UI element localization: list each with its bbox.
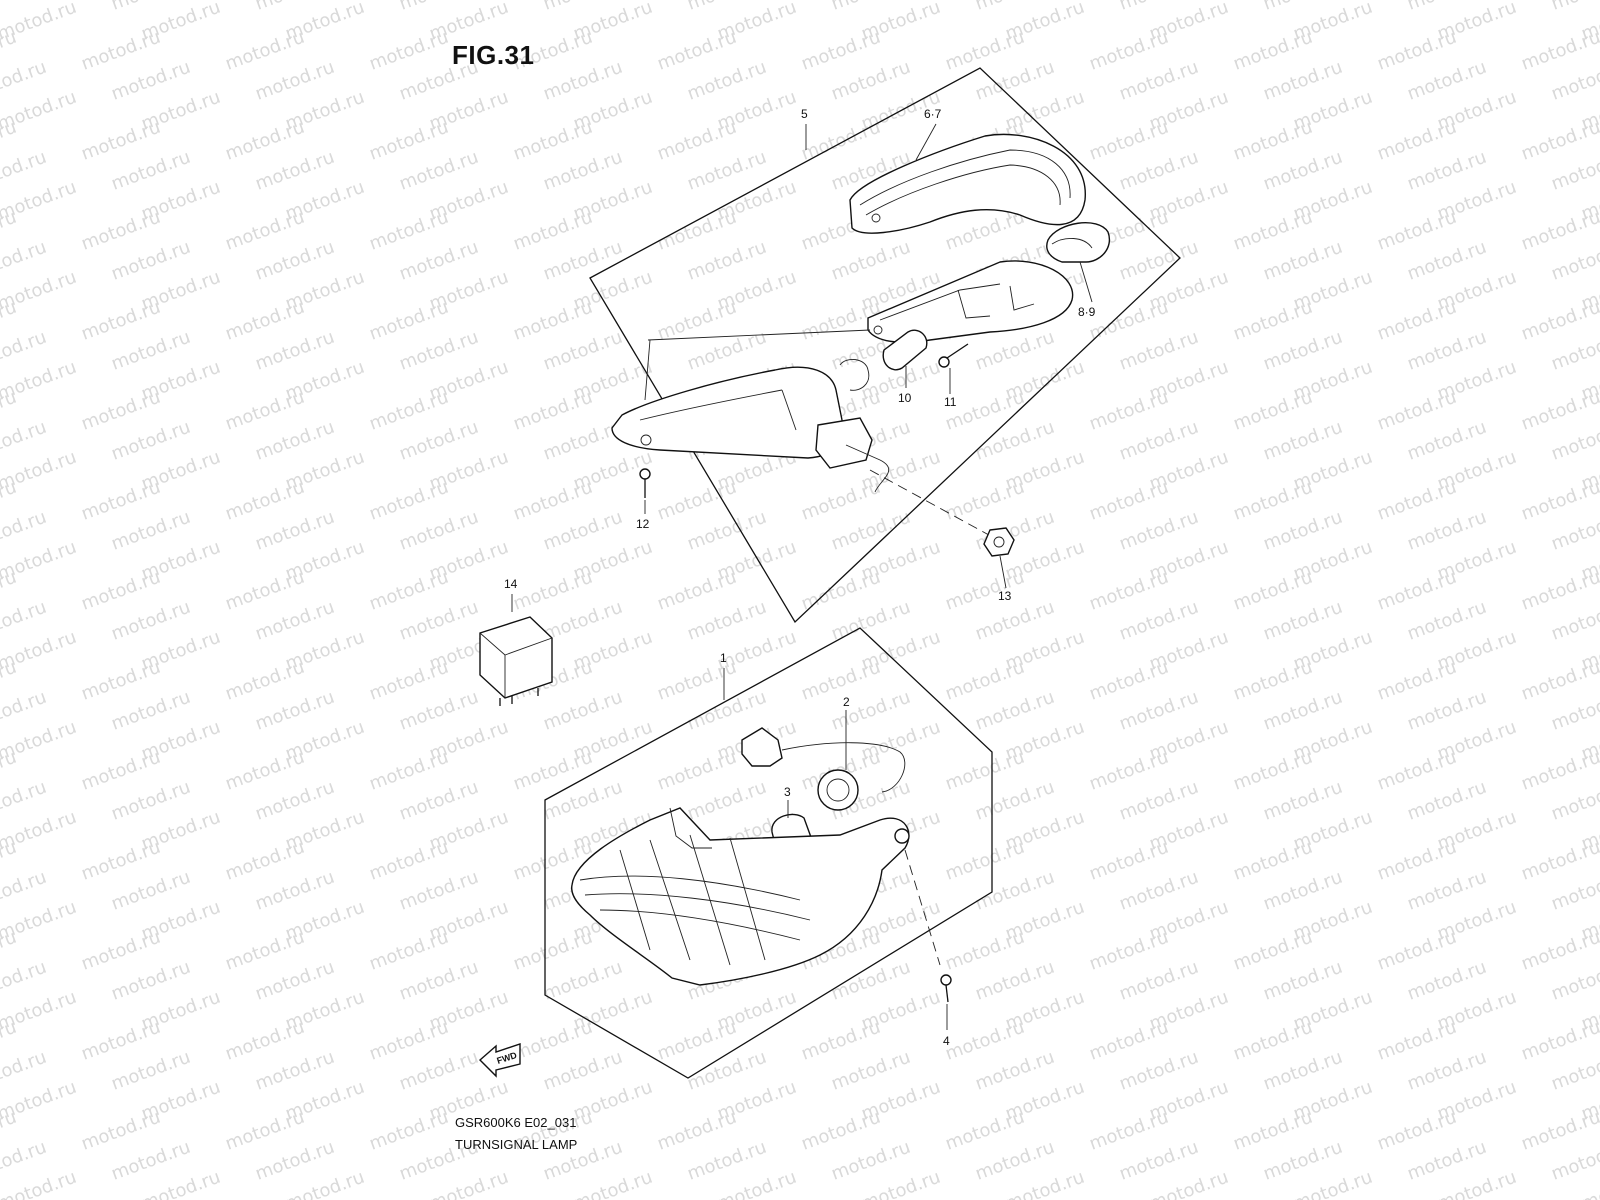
callout-1: 1: [720, 651, 727, 665]
front-assembly-boundary: [544, 627, 993, 1079]
stalk-arm-part: [611, 359, 889, 493]
callout-5: 5: [801, 107, 808, 121]
leader-line: [869, 469, 999, 541]
callout-6-7: 6·7: [924, 107, 942, 121]
callout-3: 3: [784, 785, 791, 799]
callout-11: 11: [944, 395, 957, 409]
watermark-text: motod.ru: [0, 1197, 19, 1200]
callout-13: 13: [998, 589, 1012, 603]
model-code: GSR600K6 E02_031: [455, 1115, 577, 1130]
socket-cover-part: [1046, 222, 1111, 263]
front-lamp-part: [571, 807, 910, 986]
socket-harness-part: [741, 727, 906, 811]
relay-part: [479, 616, 553, 706]
section-title: TURNSIGNAL LAMP: [455, 1137, 578, 1152]
callout-8-9: 8·9: [1078, 305, 1096, 319]
screw-part: [940, 974, 952, 1003]
fwd-arrow-icon: [478, 1043, 521, 1078]
callout-4: 4: [943, 1034, 950, 1048]
leader-line: [904, 849, 941, 966]
callout-10: 10: [898, 391, 912, 405]
bulb-part: [882, 329, 928, 371]
lens-part: [849, 133, 1086, 234]
callout-2: 2: [843, 695, 850, 709]
callout-14: 14: [504, 577, 518, 591]
rear-assembly-boundary: [589, 67, 1181, 624]
leader-line: [644, 339, 651, 401]
figure-title: FIG.31: [452, 40, 535, 70]
screw-part: [639, 468, 651, 498]
callout-lines: [511, 123, 1093, 1030]
housing-part: [867, 260, 1074, 343]
callout-12: 12: [636, 517, 650, 531]
screw-part: [938, 343, 969, 368]
leader-line: [647, 329, 871, 341]
nut-part: [983, 527, 1015, 557]
